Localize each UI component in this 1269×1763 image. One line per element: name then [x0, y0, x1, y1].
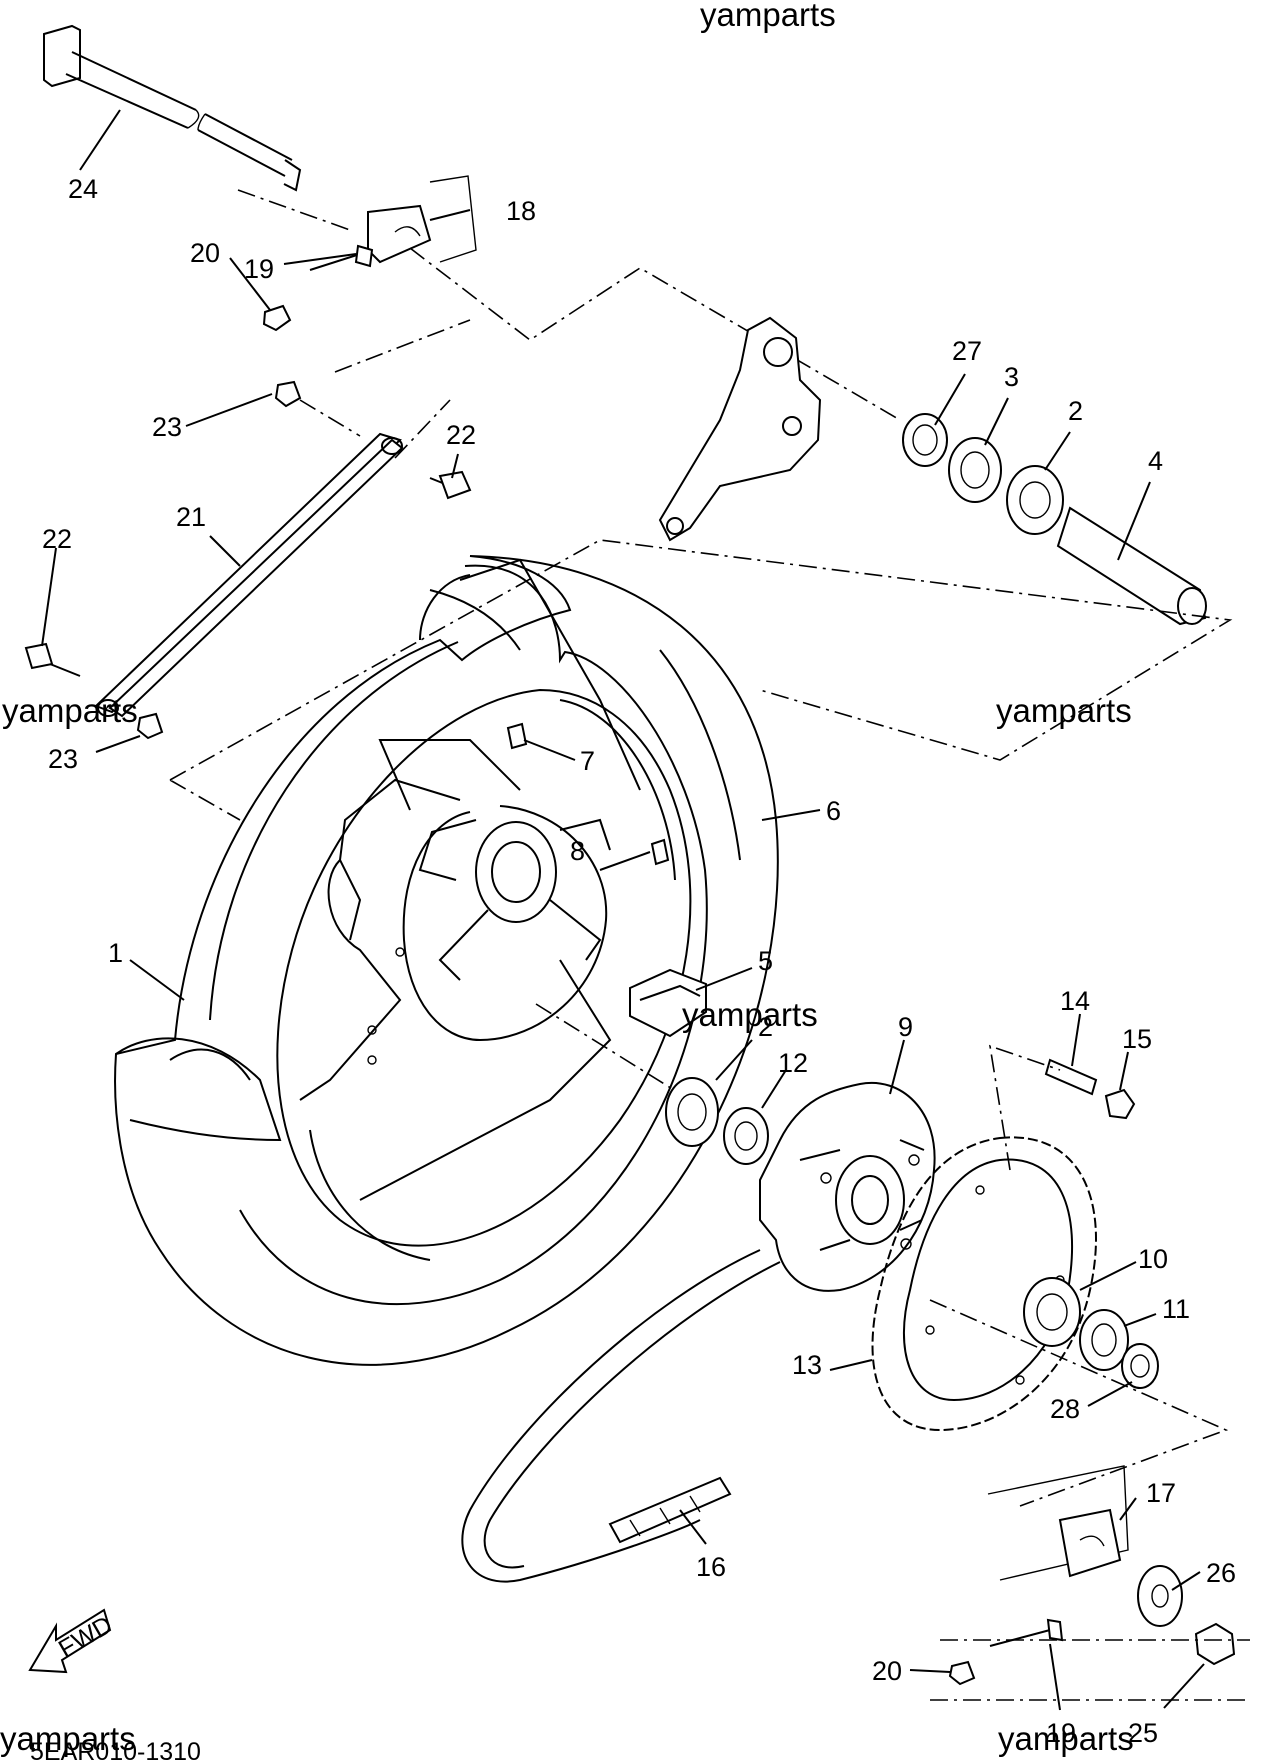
watermark-bottom-left: yamparts	[0, 1720, 136, 1757]
callout-19a: 19	[244, 254, 274, 284]
leader-25	[1163, 1663, 1205, 1709]
leader-13	[829, 1359, 873, 1371]
callout-24: 24	[68, 174, 98, 204]
wheel-hub	[299, 739, 612, 1201]
leader-24	[79, 109, 121, 171]
leader-20a	[229, 257, 271, 311]
callout-9: 9	[898, 1012, 913, 1042]
leader-1	[129, 959, 185, 1001]
leader-8	[599, 851, 651, 871]
left-side-hardware	[1023, 1277, 1159, 1389]
leader-22b	[41, 547, 57, 647]
leader-18	[429, 209, 471, 221]
right-side-hardware	[902, 413, 1207, 626]
callout-23b: 23	[48, 744, 78, 774]
callout-7: 7	[580, 746, 595, 776]
watermark-bottom-right: yamparts	[998, 1720, 1134, 1757]
leader-20b	[909, 1669, 951, 1673]
watermark-top: yamparts	[700, 0, 836, 33]
hub-bearing-collar	[665, 1077, 769, 1165]
callout-20b: 20	[872, 1656, 902, 1686]
callout-13: 13	[792, 1350, 822, 1380]
leader-14	[1071, 1013, 1081, 1067]
wheel-assembly	[114, 555, 779, 1366]
callout-17: 17	[1146, 1478, 1176, 1508]
callout-27: 27	[952, 336, 982, 366]
leader-9	[889, 1039, 905, 1095]
axis-line-rod	[299, 399, 451, 459]
sprocket-hub	[759, 1081, 936, 1292]
leader-26	[1171, 1571, 1201, 1591]
leader-6	[761, 809, 821, 821]
rear-axle	[43, 24, 302, 192]
callout-19b: 19	[1046, 1718, 1076, 1748]
callout-3: 3	[1004, 362, 1019, 392]
callout-12: 12	[778, 1048, 808, 1078]
callout-8: 8	[570, 836, 585, 866]
caliper-bracket	[658, 316, 822, 542]
callout-18: 18	[506, 196, 536, 226]
callout-2b: 2	[758, 1012, 773, 1042]
callout-15: 15	[1122, 1024, 1152, 1054]
torque-rod	[24, 380, 472, 740]
leader-19a	[283, 253, 357, 265]
leader-2b	[715, 1039, 753, 1081]
callout-26: 26	[1206, 1558, 1236, 1588]
leader-23a	[185, 393, 273, 427]
leader-7	[523, 739, 576, 761]
callout-4: 4	[1148, 446, 1163, 476]
callout-22b: 22	[42, 524, 72, 554]
diagram-code: 5EAR010-1310	[30, 1738, 201, 1763]
axis-line-lower	[929, 1299, 1229, 1507]
watermark-left-mid: yamparts	[2, 692, 138, 729]
stud-and-nut	[1044, 1058, 1136, 1120]
leader-10	[1079, 1261, 1137, 1291]
leader-3	[984, 397, 1009, 446]
leader-16	[679, 1509, 707, 1545]
leader-15	[1119, 1051, 1129, 1091]
callout-14: 14	[1060, 986, 1090, 1016]
leader-4	[1117, 481, 1151, 561]
leader-27	[934, 373, 966, 426]
leader-23b	[95, 735, 141, 753]
leader-19b	[1049, 1643, 1061, 1711]
watermark-right-mid: yamparts	[996, 692, 1132, 729]
chain-puller-left	[262, 175, 477, 332]
axis-line-wheel	[169, 539, 1233, 821]
callout-5: 5	[758, 946, 773, 976]
callout-23a: 23	[152, 412, 182, 442]
callout-10: 10	[1138, 1244, 1168, 1274]
callout-6: 6	[826, 796, 841, 826]
damper	[629, 968, 707, 1038]
callout-28: 28	[1050, 1394, 1080, 1424]
callout-11: 11	[1162, 1294, 1190, 1324]
callout-20a: 20	[190, 238, 220, 268]
valve-and-weight	[506, 722, 670, 866]
leader-22a	[451, 453, 459, 479]
axis-line-center	[535, 1003, 691, 1101]
callout-25: 25	[1128, 1718, 1158, 1748]
callout-22a: 22	[446, 420, 476, 450]
drive-chain	[461, 1249, 781, 1583]
fwd-label: FWD	[54, 1611, 117, 1664]
callout-21: 21	[176, 502, 206, 532]
callout-2a: 2	[1068, 396, 1083, 426]
callout-1: 1	[108, 938, 123, 968]
fwd-arrow-icon: FWD	[28, 1608, 117, 1674]
callout-16: 16	[696, 1552, 726, 1582]
axis-line-stud	[988, 1044, 1061, 1171]
leader-12	[761, 1069, 787, 1109]
leader-11	[1123, 1313, 1157, 1327]
leader-2a	[1044, 431, 1071, 471]
watermark-center: yamparts	[682, 996, 818, 1033]
leader-5	[695, 967, 753, 991]
leader-17	[1119, 1497, 1137, 1521]
leader-21	[209, 535, 241, 567]
chain-puller-right	[948, 1465, 1236, 1686]
axis-line-puller	[930, 1639, 1250, 1701]
